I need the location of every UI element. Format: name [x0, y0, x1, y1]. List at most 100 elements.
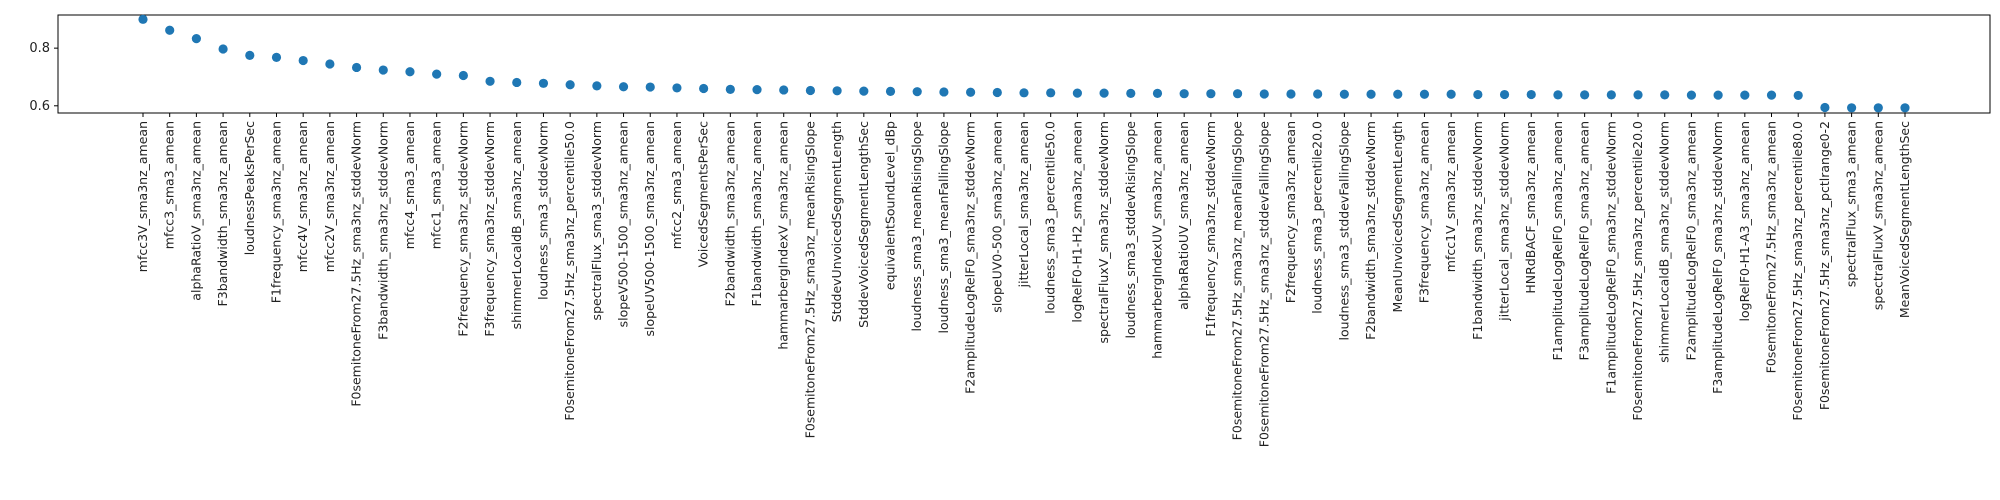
data-point: [1099, 88, 1109, 98]
data-point: [271, 52, 282, 62]
data-point: [405, 67, 415, 77]
x-tick-label: MeanVoicedSegmentLengthSec: [1897, 121, 1912, 318]
x-tick-label: StddevUnvoicedSegmentLength: [829, 121, 844, 322]
data-point: [805, 85, 816, 96]
x-tick-label: spectralFluxV_sma3nz_amean: [1870, 121, 1885, 310]
data-point: [618, 82, 629, 92]
x-tick-label: logRelF0-H1-A3_sma3nz_amean: [1737, 121, 1752, 321]
x-tick-label: spectralFluxV_sma3nz_stddevNorm: [1096, 121, 1111, 343]
x-tick-label: F0semitoneFrom27.5Hz_sma3nz_stddevNorm: [349, 121, 364, 407]
x-tick-label: F0semitoneFrom27.5Hz_sma3nz_percentile50…: [562, 121, 577, 421]
data-point: [1206, 89, 1216, 99]
x-tick-label: loudness_sma3_meanRisingSlope: [909, 121, 924, 332]
data-point: [592, 81, 602, 91]
y-axis: 0.6 0.8: [29, 41, 58, 114]
x-tick-label: loudness_sma3_stddevNorm: [535, 121, 550, 300]
x-tick-label: F1bandwidth_sma3nz_stddevNorm: [1470, 121, 1485, 340]
x-tick-label: F1amplitudeLogRelF0_sma3nz_amean: [1550, 121, 1565, 360]
x-tick-label: F3amplitudeLogRelF0_sma3nz_amean: [1577, 121, 1592, 360]
x-tick-label: F0semitoneFrom27.5Hz_sma3nz_amean: [1764, 121, 1779, 373]
x-tick-label: shimmerLocaldB_sma3nz_amean: [509, 121, 524, 329]
x-tick-label: shimmerLocaldB_sma3nz_stddevNorm: [1657, 121, 1672, 363]
data-point: [1473, 89, 1483, 100]
data-point: [672, 83, 682, 93]
x-tick-label: F3frequency_sma3nz_stddevNorm: [482, 121, 497, 337]
data-point: [485, 76, 495, 86]
data-point: [378, 65, 388, 75]
data-point: [538, 78, 549, 88]
x-tick-label: mfcc2_sma3_amean: [669, 121, 684, 249]
x-tick-label: F2frequency_sma3nz_amean: [1283, 121, 1298, 303]
data-point: [1900, 103, 1910, 113]
data-point: [1419, 89, 1430, 99]
x-tick-label: mfcc4V_sma3nz_amean: [295, 121, 310, 272]
x-tick-label: F1frequency_sma3nz_amean: [268, 121, 283, 303]
x-tick-label: loudness_sma3_percentile50.0: [1043, 121, 1058, 314]
data-point: [699, 83, 709, 94]
data-point: [218, 44, 228, 54]
data-point: [1740, 90, 1750, 100]
y-tick-label: 0.8: [29, 41, 50, 56]
data-point: [191, 34, 201, 44]
x-tick-label: loudness_sma3_meanFallingSlope: [936, 121, 951, 334]
x-tick-label: slopeV500-1500_sma3nz_amean: [616, 121, 631, 327]
data-point: [1232, 89, 1243, 99]
data-point: [1766, 90, 1777, 100]
x-tick-label: alphaRatioUV_sma3nz_amean: [1176, 121, 1191, 310]
x-tick-label: loudnessPeaksPerSec: [242, 121, 257, 255]
x-tick-label: spectralFlux_sma3_stddevNorm: [589, 121, 604, 320]
x-tick-label: F0semitoneFrom27.5Hz_sma3nz_percentile80…: [1790, 121, 1805, 421]
data-point: [351, 62, 362, 73]
x-tick-label: jitterLocal_sma3nz_amean: [1016, 121, 1031, 288]
x-tick-label: F3bandwidth_sma3nz_amean: [215, 121, 230, 306]
x-tick-label: equivalentSoundLevel_dBp: [883, 121, 898, 290]
data-point: [432, 69, 442, 79]
data-point: [298, 55, 308, 66]
x-tick-label: mfcc1_sma3_amean: [429, 121, 444, 249]
data-points: [138, 14, 1910, 113]
x-tick-label: logRelF0-H1-H2_sma3nz_amean: [1069, 121, 1084, 323]
data-point: [512, 77, 522, 88]
data-point: [645, 82, 655, 92]
x-tick-label: mfcc1V_sma3nz_amean: [1443, 121, 1458, 272]
data-point: [325, 59, 335, 69]
data-point: [752, 85, 762, 95]
data-point: [939, 87, 949, 97]
plot-area: [57, 14, 1991, 114]
x-tick-label: F0semitoneFrom27.5Hz_sma3nz_meanRisingSl…: [802, 121, 817, 439]
data-point: [1259, 89, 1269, 99]
data-point: [1286, 89, 1296, 99]
data-point: [1366, 89, 1376, 99]
data-point: [1499, 89, 1510, 100]
data-point: [779, 85, 789, 95]
data-point: [1072, 88, 1082, 98]
data-point: [1313, 89, 1323, 99]
x-tick-label: loudness_sma3_stddevFallingSlope: [1336, 121, 1351, 341]
data-point: [1179, 89, 1189, 99]
data-point: [458, 70, 468, 81]
x-tick-label: F3amplitudeLogRelF0_sma3nz_stddevNorm: [1710, 121, 1725, 394]
data-point: [1820, 102, 1830, 113]
x-tick-label: slopeUV0-500_sma3nz_amean: [989, 121, 1004, 313]
x-tick-label: F0semitoneFrom27.5Hz_sma3nz_meanFallingS…: [1230, 121, 1245, 441]
x-tick-label: F2amplitudeLogRelF0_sma3nz_amean: [1683, 121, 1698, 360]
data-point: [885, 86, 896, 96]
data-point: [1873, 103, 1883, 113]
y-tick-label: 0.6: [29, 99, 50, 114]
x-tick-label: StddevVoicedSegmentLengthSec: [856, 121, 871, 328]
data-point: [1686, 90, 1697, 100]
x-tick-label: F3bandwidth_sma3nz_stddevNorm: [375, 121, 390, 340]
data-point: [1446, 89, 1456, 99]
data-point: [1847, 103, 1857, 113]
x-tick-label: hammarbergIndexV_sma3nz_amean: [776, 121, 791, 350]
x-tick-label: MeanUnvoicedSegmentLength: [1390, 121, 1405, 313]
data-point: [1126, 88, 1136, 98]
x-tick-label: F3frequency_sma3nz_amean: [1416, 121, 1431, 303]
x-tick-label: mfcc4_sma3_amean: [402, 121, 417, 249]
data-point: [1553, 90, 1563, 100]
data-point: [966, 87, 976, 97]
data-point: [245, 50, 255, 60]
data-point: [1046, 88, 1056, 98]
